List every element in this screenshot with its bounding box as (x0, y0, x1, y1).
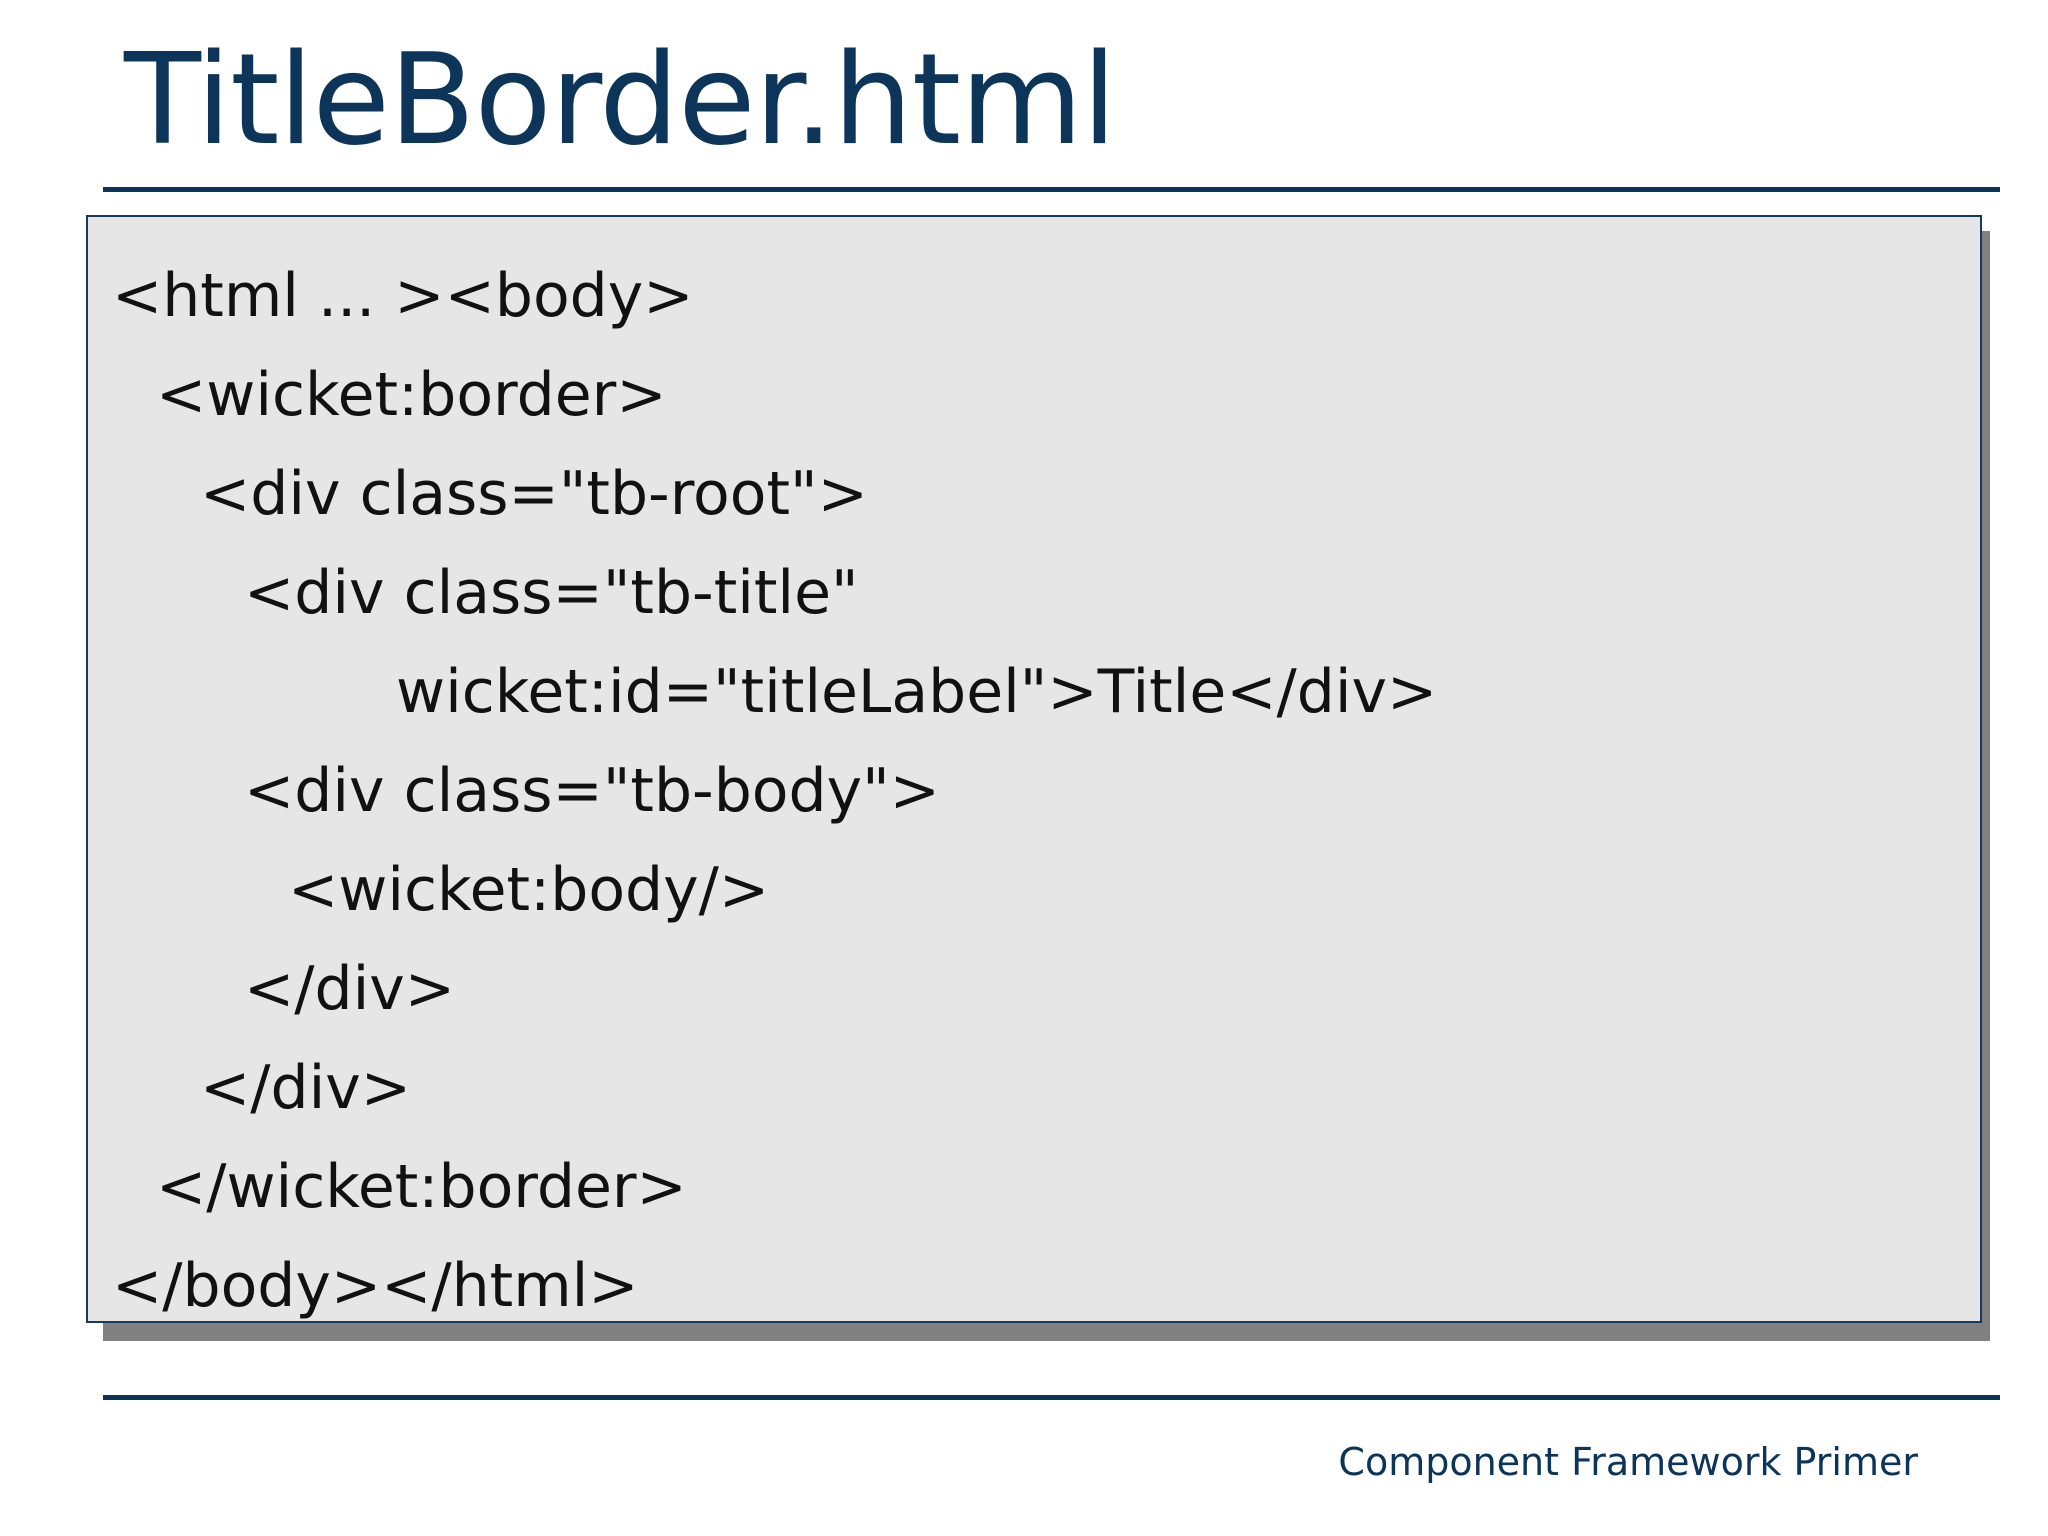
code-line: wicket:id="titleLabel">Title</div> (396, 657, 1438, 727)
code-line: <div class="tb-body"> (244, 756, 940, 826)
code-line: </div> (200, 1053, 412, 1123)
footer-divider (103, 1395, 2000, 1400)
footer-text: Component Framework Primer (1338, 1440, 1918, 1484)
title-divider (103, 187, 2000, 192)
code-line: <div class="tb-root"> (200, 459, 868, 529)
code-listing-box: <html ... ><body> <wicket:border> <div c… (86, 215, 1982, 1323)
code-line: <html ... ><body> (112, 261, 694, 331)
code-line: <div class="tb-title" (244, 558, 859, 628)
code-line: </body></html> (112, 1251, 639, 1321)
code-line: </wicket:border> (156, 1152, 687, 1222)
code-line: <wicket:border> (156, 360, 667, 430)
code-line: </div> (244, 954, 456, 1024)
slide-title: TitleBorder.html (124, 26, 1117, 173)
code-line: <wicket:body/> (288, 855, 770, 925)
